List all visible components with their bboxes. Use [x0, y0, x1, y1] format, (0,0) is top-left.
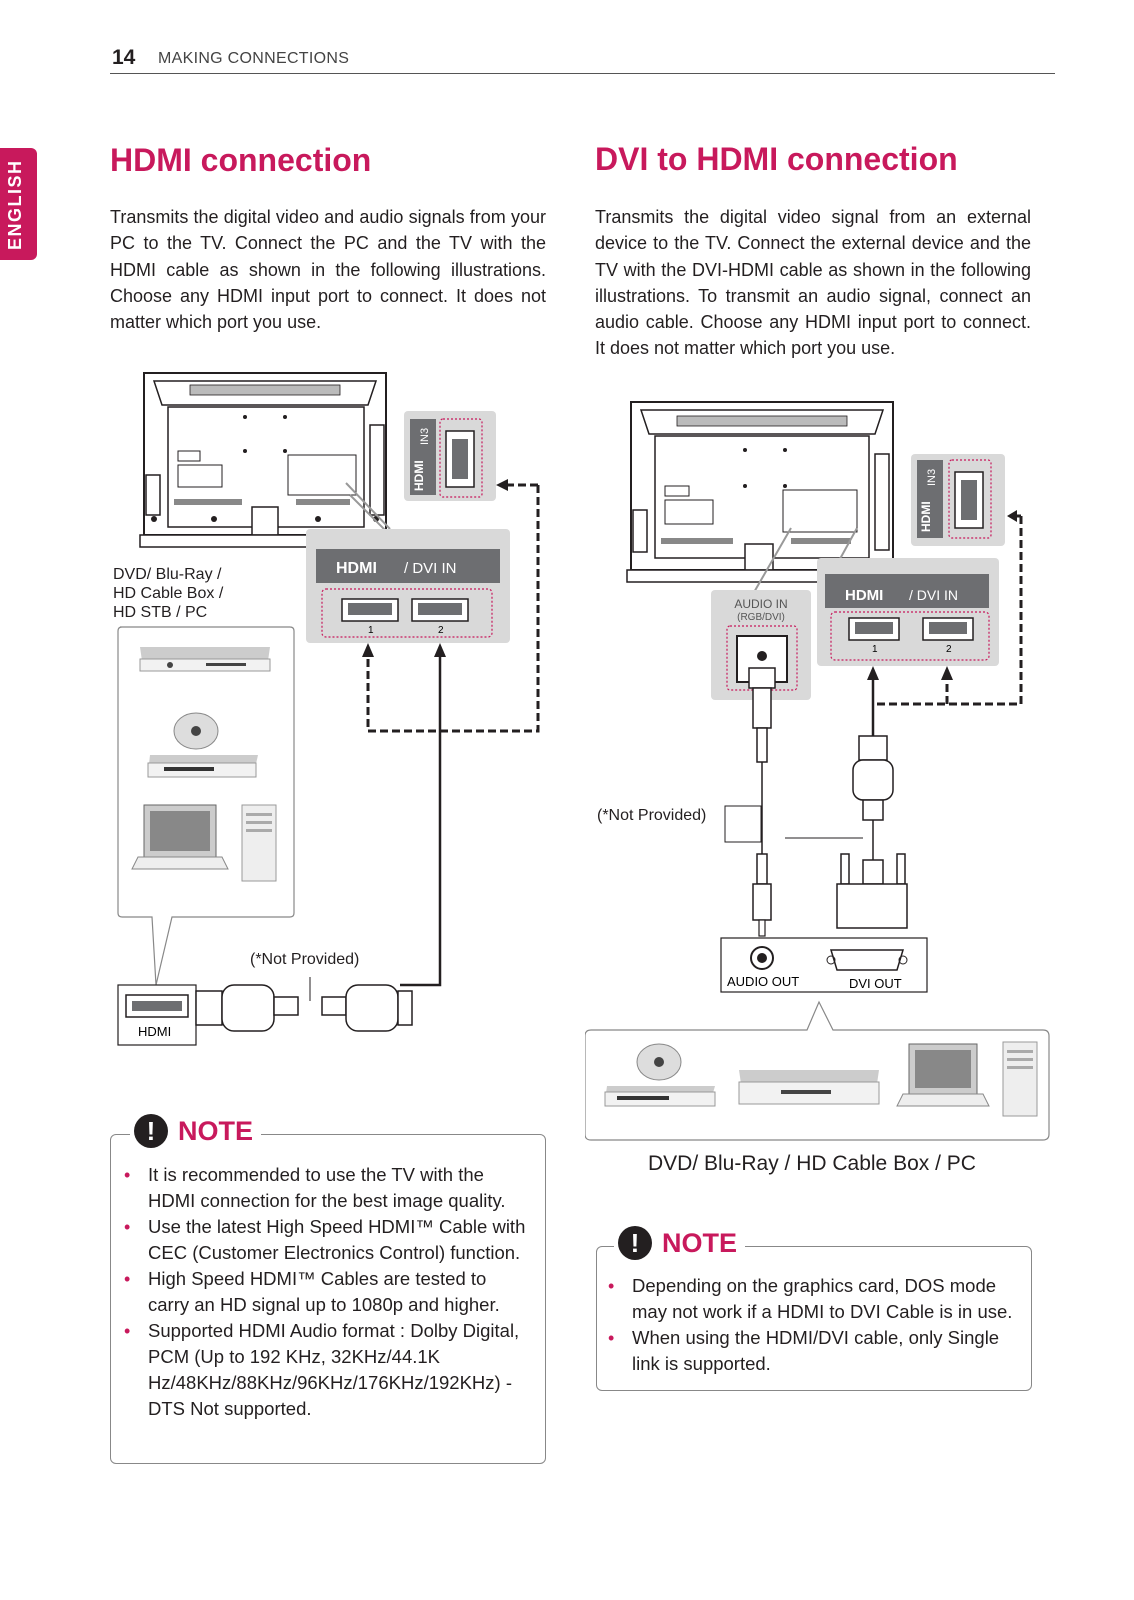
header-rule: [110, 73, 1055, 74]
port-2-label: 2: [438, 625, 444, 636]
note-item: •Depending on the graphics card, DOS mod…: [608, 1275, 1013, 1322]
desktop-tower-icon: [1002, 1041, 1038, 1117]
port-1-label: 1: [368, 625, 374, 636]
note-title: NOTE: [662, 1227, 738, 1258]
not-provided-label: (*Not Provided): [597, 807, 707, 824]
in3-label: IN3: [419, 428, 431, 445]
port-1-label: 1: [872, 644, 878, 655]
dvd-player-icon: [738, 1070, 880, 1105]
dvi-to-hdmi-title: DVI to HDMI connection: [595, 141, 958, 177]
blu-ray-player-icon: [604, 1043, 716, 1107]
dvi-note-list: •Depending on the graphics card, DOS mod…: [596, 1273, 1016, 1377]
section-title: MAKING CONNECTIONS: [158, 50, 350, 67]
dvd-player-icon: [139, 647, 271, 672]
hdmi-logo: HDMI: [412, 460, 426, 491]
language-tab-label: ENGLISH: [5, 159, 25, 250]
note-exclamation-icon: !: [134, 1114, 168, 1148]
tv-back-illustration: [626, 401, 898, 583]
audio-in-sublabel: (RGB/DVI): [737, 612, 785, 623]
note-item: •High Speed HDMI™ Cables are tested to c…: [124, 1268, 500, 1315]
device-hdmi-label: HDMI: [138, 1024, 171, 1039]
laptop-icon: [896, 1043, 990, 1107]
laptop-icon: [131, 804, 229, 870]
hdmi-in3-panel: HDMI IN3: [911, 454, 1005, 546]
source-port-panel: AUDIO OUT DVI OUT: [720, 937, 928, 993]
hdmi-cable: [195, 977, 413, 1032]
dvi-out-label: DVI OUT: [849, 976, 902, 991]
audio-out-label: AUDIO OUT: [727, 974, 799, 989]
audio-in-label: AUDIO IN: [734, 597, 787, 611]
source-devices-label: DVD/ Blu-Ray / HD Cable Box / HD STB / P…: [113, 566, 224, 621]
dvi-note-header: ! NOTE: [614, 1226, 746, 1260]
source-devices-callout: [117, 626, 295, 986]
connection-arrows: [362, 479, 540, 987]
port-2-label: 2: [946, 644, 952, 655]
dvi-note-box: [596, 1246, 1032, 1391]
hdmi-connection-title: HDMI connection: [110, 142, 372, 178]
hdmi-dvi-in-panel: HDMI / DVI IN 1 2: [817, 527, 999, 666]
note-title: NOTE: [178, 1115, 254, 1146]
in3-label: IN3: [926, 469, 938, 486]
connection-arrows: [867, 510, 1023, 736]
language-tab: ENGLISH: [0, 148, 37, 260]
device-hdmi-port: HDMI: [117, 984, 197, 1046]
dvi-to-hdmi-body: Transmits the digital video signal from …: [595, 207, 1031, 359]
hdmi-logo: HDMI: [919, 501, 933, 532]
note-item: •When using the HDMI/DVI cable, only Sin…: [608, 1327, 1000, 1374]
note-item: •It is recommended to use the TV with th…: [124, 1164, 506, 1211]
note-item: •Use the latest High Speed HDMI™ Cable w…: [124, 1216, 526, 1263]
hdmi-note-list: •It is recommended to use the TV with th…: [112, 1162, 530, 1422]
dvi-to-hdmi-diagram: HDMI IN3 AUDIO IN (RGB/DVI) HDMI / DVI I…: [585, 401, 1050, 1141]
hdmi-in3-panel: HDMI IN3: [349, 411, 496, 531]
dvi-in-label: / DVI IN: [404, 560, 457, 577]
hdmi-connection-diagram: HDMI IN3 HDMI / DVI IN 1 2: [117, 372, 540, 1046]
note-item: •Supported HDMI Audio format : Dolby Dig…: [124, 1320, 520, 1419]
hdmi-logo: HDMI: [845, 587, 883, 604]
hdmi-connection-body: Transmits the digital video and audio si…: [110, 207, 546, 333]
hdmi-dvi-in-panel: HDMI / DVI IN 1 2: [306, 482, 510, 643]
source-devices-caption: DVD/ Blu-Ray / HD Cable Box / PC: [648, 1152, 976, 1175]
hdmi-note-box: [110, 1134, 546, 1464]
audio-cable: [748, 667, 776, 937]
blu-ray-player-icon: [147, 712, 258, 778]
dvi-hdmi-cable: [724, 735, 908, 929]
note-exclamation-icon: !: [618, 1226, 652, 1260]
page-number: 14: [112, 46, 136, 69]
hdmi-logo: HDMI: [336, 560, 377, 577]
desktop-tower-icon: [241, 804, 277, 882]
audio-in-panel: AUDIO IN (RGB/DVI): [711, 527, 811, 700]
tv-back-illustration: [139, 372, 391, 548]
hdmi-note-header: ! NOTE: [130, 1114, 262, 1148]
source-devices-callout: [585, 1000, 1050, 1141]
not-provided-label: (*Not Provided): [250, 951, 360, 968]
dvi-in-label: / DVI IN: [909, 587, 958, 603]
